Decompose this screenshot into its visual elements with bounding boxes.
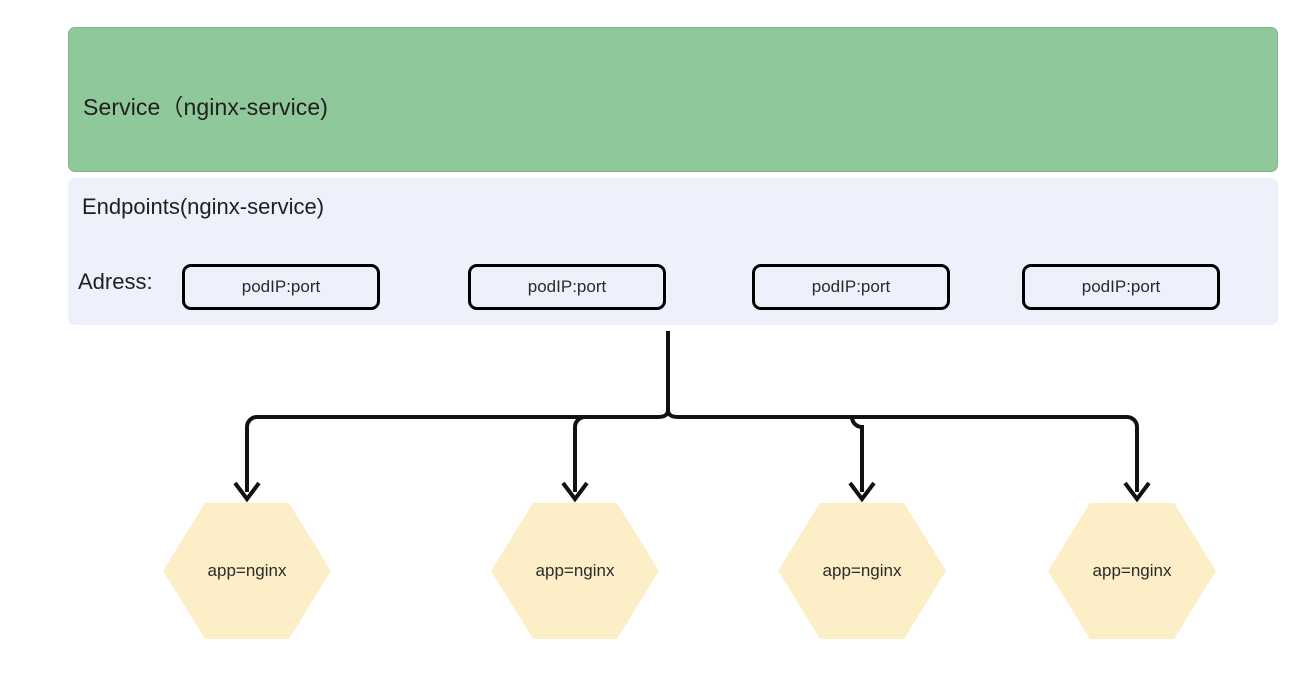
arrowhead [848, 481, 876, 503]
address-label: Adress: [78, 269, 153, 294]
endpoint-address-box: podIP:port [182, 264, 380, 310]
arrowhead [561, 481, 589, 503]
service-label: Service（nginx-service) [83, 94, 329, 120]
arrowhead [1123, 481, 1151, 503]
pod-hexagon: app=nginx [491, 503, 659, 639]
pod-hexagon: app=nginx [1048, 503, 1216, 639]
endpoints-title: Endpoints(nginx-service) [82, 194, 325, 219]
pod-label: app=nginx [822, 561, 902, 580]
pod-label: app=nginx [535, 561, 615, 580]
endpoint-address-box: podIP:port [1022, 264, 1220, 310]
endpoint-address-label: podIP:port [1081, 277, 1161, 296]
hexagon-shape [1048, 503, 1216, 639]
pod-hexagon: app=nginx [778, 503, 946, 639]
hexagon-shape [778, 503, 946, 639]
endpoint-address-box: podIP:port [752, 264, 950, 310]
endpoint-address-label: podIP:port [241, 277, 321, 296]
pod-label: app=nginx [207, 561, 287, 580]
endpoint-address-label: podIP:port [527, 277, 607, 296]
hexagon-shape [163, 503, 331, 639]
endpoint-address-label: podIP:port [811, 277, 891, 296]
arrowhead [233, 481, 261, 503]
pod-label: app=nginx [1092, 561, 1172, 580]
hexagon-shape [491, 503, 659, 639]
endpoint-address-box: podIP:port [468, 264, 666, 310]
service-box: Service（nginx-service) [68, 27, 1278, 172]
endpoints-panel: Endpoints(nginx-service) Adress: podIP:p… [68, 178, 1278, 325]
pod-hexagon: app=nginx [163, 503, 331, 639]
